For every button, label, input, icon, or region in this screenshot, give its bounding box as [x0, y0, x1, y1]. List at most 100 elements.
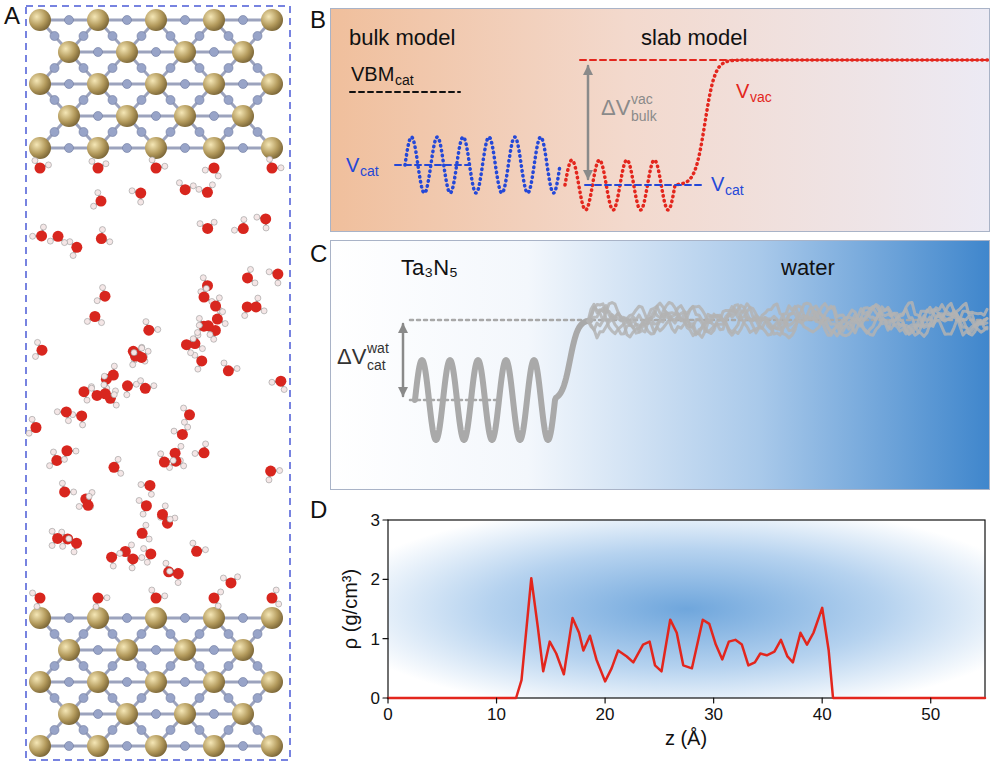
- nitrogen-atom: [195, 726, 204, 735]
- water-molecule: [138, 480, 155, 497]
- oxygen-atom: [141, 500, 152, 511]
- hydrogen-atom: [103, 161, 109, 167]
- nitrogen-atom: [224, 726, 233, 735]
- water-molecule: [149, 157, 168, 174]
- ta3n5-slab: [29, 607, 283, 757]
- water-molecule: [254, 213, 271, 230]
- nitrogen-atom: [79, 726, 88, 735]
- hydrogen-atom: [275, 280, 281, 286]
- nitrogen-atom: [239, 144, 248, 153]
- oxygen-atom: [223, 365, 234, 376]
- oxygen-atom: [137, 528, 148, 539]
- nitrogen-atom: [239, 742, 248, 751]
- water-molecule: [149, 587, 168, 603]
- oxygen-atom: [238, 223, 249, 234]
- hydrogen-atom: [146, 536, 152, 542]
- tick-mark: [383, 697, 388, 698]
- nitrogen-atom: [50, 630, 59, 639]
- hydrogen-atom: [32, 353, 38, 359]
- hydrogen-atom: [95, 190, 101, 196]
- panel-text: V: [736, 81, 749, 101]
- hydrogen-atom: [143, 522, 149, 528]
- nitrogen-atom: [137, 32, 146, 41]
- nitrogen-atom: [224, 694, 233, 703]
- water-molecule: [91, 190, 107, 210]
- tantalum-atom: [174, 639, 196, 661]
- nitrogen-atom: [137, 726, 146, 735]
- nitrogen-atom: [210, 48, 219, 57]
- hydrogen-atom: [158, 451, 164, 457]
- nitrogen-atom: [137, 662, 146, 671]
- interface-panel: [330, 240, 990, 490]
- hydrogen-atom: [84, 397, 90, 403]
- hydrogen-atom: [276, 601, 282, 607]
- hydrogen-atom: [47, 238, 53, 244]
- oxygen-atom: [122, 380, 133, 391]
- tantalum-atom: [145, 73, 167, 95]
- hydrogen-atom: [185, 424, 191, 430]
- nitrogen-atom: [123, 16, 132, 25]
- hydrogen-atom: [195, 366, 201, 372]
- nitrogen-atom: [181, 144, 190, 153]
- hydrogen-atom: [163, 560, 169, 566]
- nitrogen-atom: [94, 112, 103, 121]
- hydrogen-atom: [149, 157, 155, 163]
- hydrogen-atom: [111, 363, 117, 369]
- nitrogen-atom: [50, 64, 59, 73]
- hydrogen-atom: [49, 528, 55, 534]
- oxygen-atom: [71, 538, 82, 549]
- nitrogen-atom: [50, 694, 59, 703]
- nitrogen-atom: [195, 694, 204, 703]
- tick-label: 40: [813, 706, 832, 723]
- water-molecule: [122, 380, 139, 397]
- nitrogen-atom: [152, 646, 161, 655]
- nitrogen-atom: [210, 646, 219, 655]
- nitrogen-atom: [181, 16, 190, 25]
- hydrogen-atom: [66, 536, 72, 542]
- oxygen-atom: [203, 320, 214, 331]
- hydrogen-atom: [188, 350, 194, 356]
- oxygen-atom: [267, 593, 278, 604]
- tantalum-atom: [116, 41, 138, 63]
- water-potential-trace: [588, 303, 987, 337]
- hydrogen-atom: [113, 402, 119, 408]
- hydrogen-atom: [247, 266, 253, 272]
- hydrogen-atom: [203, 441, 209, 447]
- oxygen-atom: [173, 568, 184, 579]
- hydrogen-atom: [148, 491, 154, 497]
- water-molecule: [190, 540, 209, 557]
- water-molecule: [209, 589, 224, 609]
- tantalum-atom: [29, 607, 51, 629]
- nitrogen-atom: [166, 128, 175, 137]
- hydrogen-atom: [196, 322, 202, 328]
- hydrogen-atom: [215, 173, 221, 179]
- hydrogen-atom: [70, 253, 76, 259]
- water-molecule: [231, 217, 248, 234]
- hydrogen-atom: [129, 565, 135, 571]
- nitrogen-atom: [94, 646, 103, 655]
- oxygen-atom: [61, 406, 72, 417]
- tantalum-atom: [174, 703, 196, 725]
- hydrogen-atom: [30, 590, 36, 596]
- nitrogen-atom: [50, 96, 59, 105]
- water-molecule: [267, 587, 282, 607]
- tantalum-atom: [232, 41, 254, 63]
- nitrogen-atom: [50, 662, 59, 671]
- oxygen-atom: [144, 480, 155, 491]
- oxygen-atom: [108, 462, 119, 473]
- hydrogen-atom: [73, 448, 79, 454]
- cell-box: [26, 6, 290, 760]
- nitrogen-atom: [195, 630, 204, 639]
- panel-letter: A: [4, 4, 20, 28]
- tantalum-atom: [29, 671, 51, 693]
- tantalum-atom: [87, 9, 109, 31]
- index-text: vac: [750, 90, 772, 104]
- hydrogen-atom: [190, 336, 196, 342]
- nitrogen-atom: [65, 614, 74, 623]
- nitrogen-atom: [108, 64, 117, 73]
- hydrogen-atom: [192, 450, 198, 456]
- oxygen-atom: [181, 339, 192, 350]
- hydrogen-atom: [136, 497, 142, 503]
